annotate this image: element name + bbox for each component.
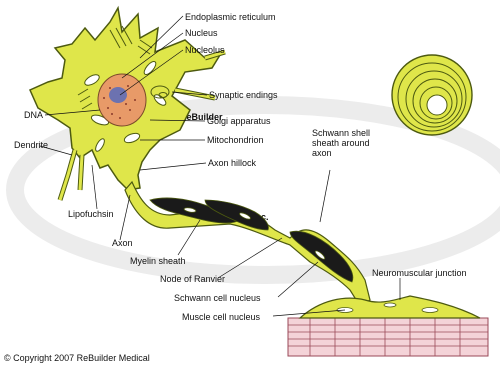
schwann-sheath-cross-section: [392, 55, 472, 135]
label-mitochondrion: Mitochondrion: [207, 135, 264, 145]
label-nucleolus: Nucleolus: [185, 45, 225, 55]
label-axon: Axon: [112, 238, 133, 248]
label-node-of-ranvier: Node of Ranvier: [160, 274, 225, 284]
copyright-notice: © Copyright 2007 ReBuilder Medical: [4, 353, 150, 363]
label-golgi-apparatus: Golgi apparatus: [207, 116, 271, 126]
nucleolus: [109, 87, 127, 103]
label-dna: DNA: [24, 110, 43, 120]
label-muscle-cell-nucleus: Muscle cell nucleus: [182, 312, 261, 322]
label-endoplasmic-reticulum: Endoplasmic reticulum: [185, 12, 276, 22]
label-axon-hillock: Axon hillock: [208, 158, 257, 168]
label-schwann-sheath-1: Schwann shell: [312, 128, 370, 138]
label-schwann-sheath-3: axon: [312, 148, 332, 158]
label-myelin-sheath: Myelin sheath: [130, 256, 186, 266]
label-synaptic-endings: Synaptic endings: [209, 90, 278, 100]
muscle-tissue: [288, 296, 488, 356]
label-nucleus: Nucleus: [185, 28, 218, 38]
label-neuromuscular-junction: Neuromuscular junction: [372, 268, 467, 278]
label-lipofuchsin: Lipofuchsin: [68, 209, 114, 219]
label-schwann-sheath-2: sheath around: [312, 138, 370, 148]
label-schwann-cell-nucleus: Schwann cell nucleus: [174, 293, 261, 303]
label-dendrite: Dendrite: [14, 140, 48, 150]
